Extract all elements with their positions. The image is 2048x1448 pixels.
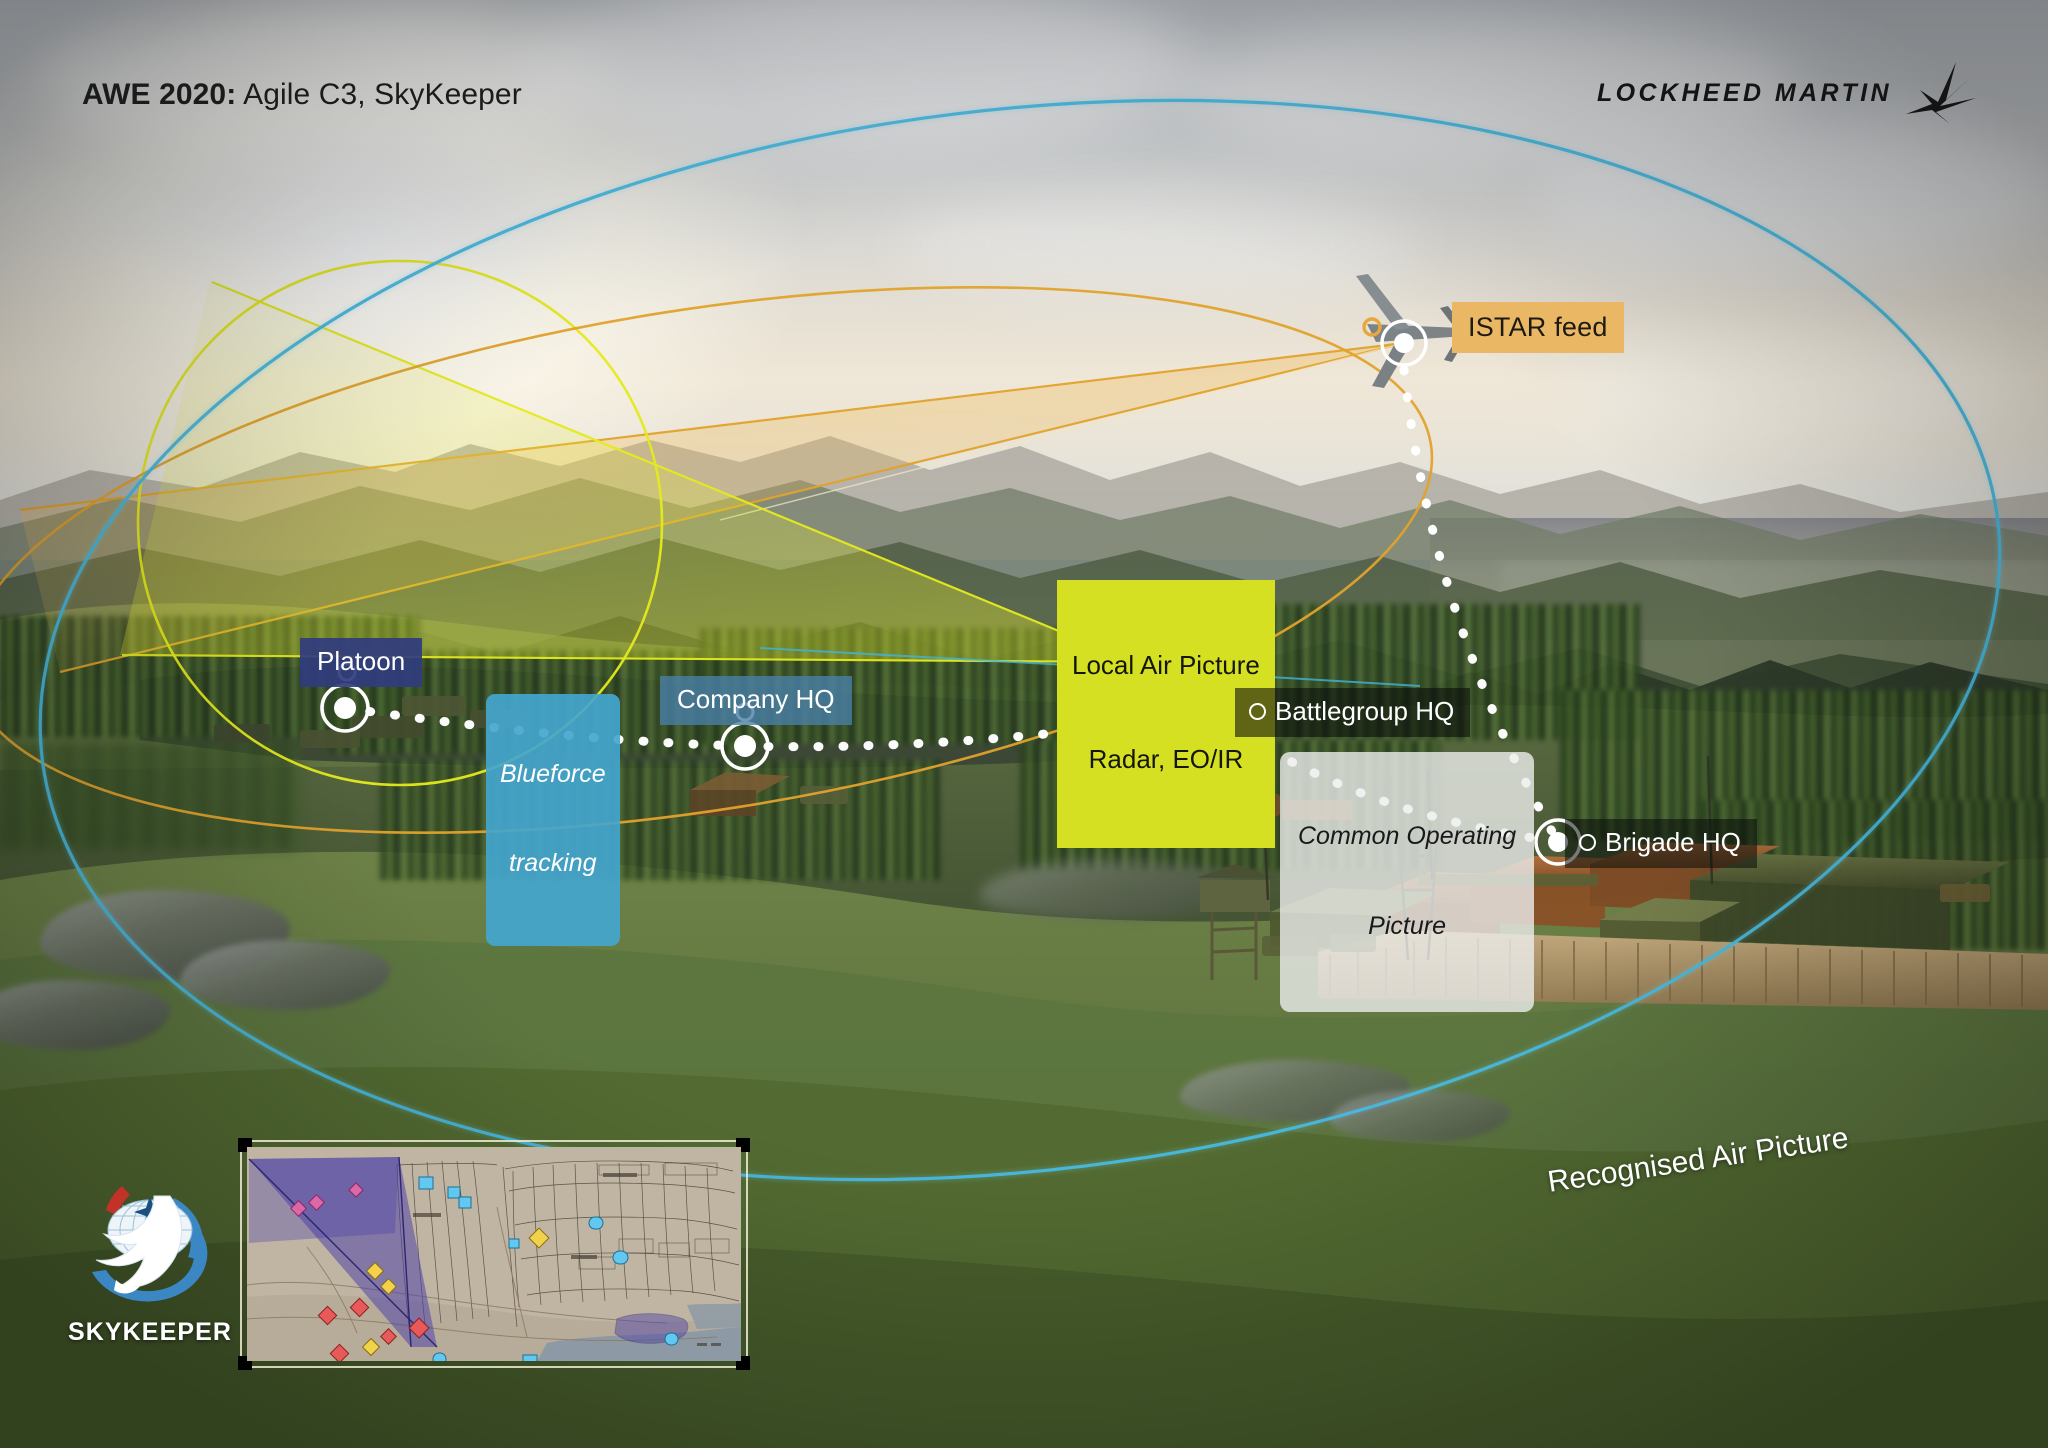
label-blueforce-tracking: Blueforce tracking	[486, 694, 620, 946]
lockheed-martin-logo: LOCKHEED MARTIN	[1597, 60, 1976, 126]
map-symbol-hostile	[290, 1182, 430, 1361]
label-brigade-hq-text: Brigade HQ	[1605, 827, 1741, 857]
label-battlegroup-hq-text: Battlegroup HQ	[1275, 696, 1455, 726]
local-air-picture-cone	[120, 280, 1134, 662]
inset-map-canvas[interactable]	[247, 1147, 741, 1361]
map-symbol-friendly	[418, 1176, 679, 1361]
page-title: AWE 2020: Agile C3, SkyKeeper	[82, 78, 522, 112]
label-istar-feed: ISTAR feed	[1452, 302, 1624, 354]
label-blueforce-line1: Blueforce	[500, 760, 606, 788]
rock-outcrop	[0, 980, 170, 1050]
label-blueforce-line2: tracking	[509, 848, 597, 877]
inset-frame	[240, 1140, 748, 1368]
cloud	[80, 150, 600, 270]
label-cop-line2: Picture	[1368, 912, 1446, 940]
label-local-air-picture-line1: Local Air Picture	[1072, 650, 1260, 681]
label-local-air-picture-line2: Radar, EO/IR	[1088, 743, 1244, 774]
label-platoon: Platoon	[300, 638, 423, 688]
tree-band	[380, 760, 940, 880]
cloud	[40, 10, 600, 160]
page-title-rest: Agile C3, SkyKeeper	[236, 78, 522, 111]
skykeeper-wordmark: SKYKEEPER	[67, 1318, 233, 1346]
lockheed-star-icon	[1906, 62, 1976, 124]
map-symbol-unknown	[361, 1227, 550, 1357]
label-cop-line1: Common Operating	[1298, 822, 1517, 850]
local-air-picture-ellipse	[136, 259, 664, 787]
rock-outcrop	[1330, 1090, 1510, 1142]
rock-outcrop	[180, 940, 390, 1010]
skykeeper-logo-icon	[92, 1186, 208, 1302]
rock-outcrop	[980, 860, 1240, 920]
network-ellipse	[0, 285, 1434, 835]
cloud	[900, 190, 1420, 300]
label-common-operating-picture: Common Operating Picture	[1280, 752, 1535, 1012]
node-dot-icon	[1249, 702, 1266, 720]
label-company-hq: Company HQ	[660, 676, 852, 726]
tactical-map-inset[interactable]	[238, 1138, 750, 1370]
lockheed-martin-wordmark: LOCKHEED MARTIN	[1597, 78, 1892, 107]
node-marker-istar	[1380, 319, 1428, 367]
inset-map-svg	[247, 1147, 741, 1361]
label-local-air-picture: Local Air Picture Radar, EO/IR	[1057, 580, 1275, 848]
node-dot-icon	[1579, 833, 1596, 851]
cloud	[520, 0, 1200, 150]
page-title-bold: AWE 2020:	[82, 78, 237, 111]
label-brigade-hq: Brigade HQ	[1565, 819, 1757, 869]
cloud	[1560, 330, 2040, 440]
label-battlegroup-hq: Battlegroup HQ	[1235, 688, 1471, 738]
